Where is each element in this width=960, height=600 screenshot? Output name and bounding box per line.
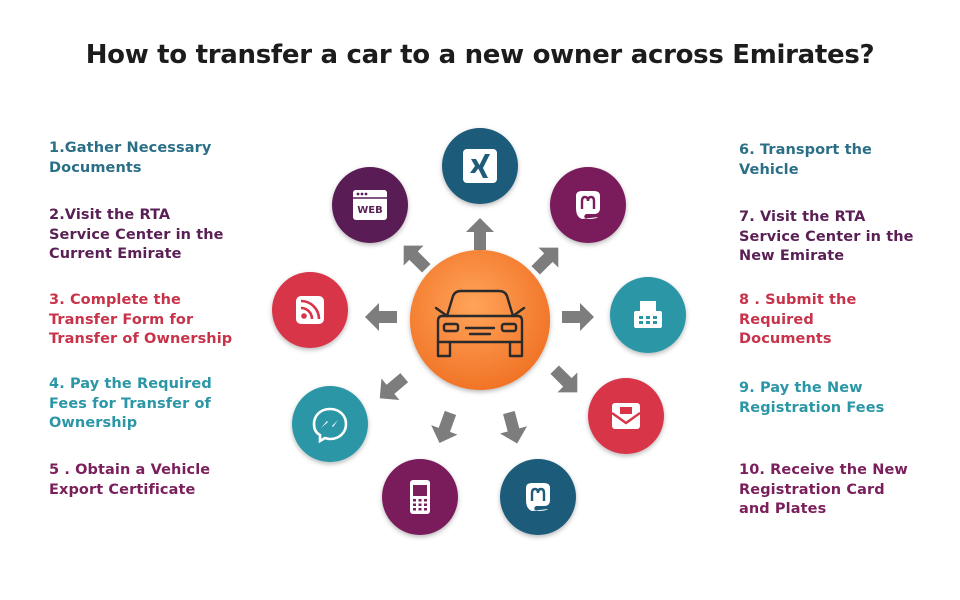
node-rss [272,272,348,348]
arrow-up-left [403,245,431,273]
step-9-label: 9. Pay the New Registration Fees [739,380,885,416]
car-icon [434,289,526,358]
node-messenger [292,386,368,462]
node-mastodon-bottom [500,459,576,535]
arrows [365,218,594,444]
web-icon-label: WEB [357,205,382,216]
node-xing [442,128,518,204]
hub-node [410,250,550,390]
step-6-label: 6. Transport the Vehicle [739,142,872,178]
rss-icon [296,296,324,324]
node-mobile-phone [382,459,458,535]
arrow-down-left-low [431,410,458,444]
web-icon: WEB [353,190,387,220]
mastodon-icon [576,191,600,219]
arrow-right [562,303,594,331]
mail-icon [611,403,641,429]
arrow-down-left [379,373,409,401]
step-3-label: 3. Complete the Transfer Form for Transf… [49,292,233,347]
step-2-label: 2.Visit the RTA Service Center in the Cu… [49,207,224,262]
arrow-up [466,218,494,250]
messenger-icon [312,407,348,444]
step-10-label: 10. Receive the New Registration Card an… [739,462,908,517]
arrow-up-right [531,247,559,275]
fax-icon [634,301,662,328]
node-mastodon-top [550,167,626,243]
step-7-label: 7. Visit the RTA Service Center in the N… [739,209,914,264]
step-4-label: 4. Pay the Required Fees for Transfer of… [49,376,212,431]
page-title: How to transfer a car to a new owner acr… [85,40,875,70]
node-mail [588,378,664,454]
arrow-left [365,303,397,331]
node-web: WEB [332,167,408,243]
mastodon-icon [526,483,550,511]
arrow-down-right-low [499,410,528,444]
step-8-label: 8 . Submit the Required Documents [739,292,857,347]
xing-icon [463,149,497,183]
step-5-label: 5 . Obtain a Vehicle Export Certificate [49,462,211,498]
mobile-phone-icon [410,480,430,514]
arrow-down-right [550,365,578,393]
step-1-label: 1.Gather Necessary Documents [49,140,212,176]
node-fax [610,277,686,353]
